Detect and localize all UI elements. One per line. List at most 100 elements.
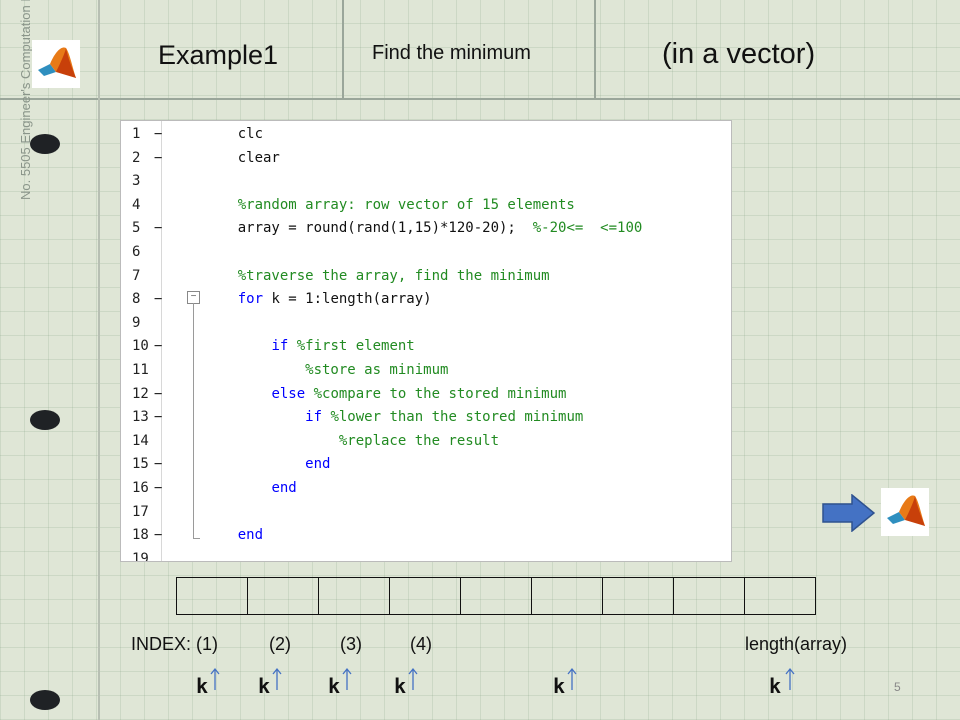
index-label-2: (2): [269, 634, 291, 654]
k-label: k: [258, 674, 271, 698]
index-label-1: INDEX: (1): [131, 634, 219, 654]
code-text[interactable]: if %first element: [271, 338, 415, 355]
code-text[interactable]: %random array: row vector of 15 elements: [204, 196, 575, 213]
index-label-3: (3): [340, 634, 362, 654]
line-number: 7: [132, 267, 141, 284]
code-text[interactable]: clear: [204, 149, 280, 166]
pad-brand: No. 5505 Engineer's Computation Pad: [18, 0, 33, 200]
breakpoint-marker[interactable]: −: [154, 385, 163, 402]
breakpoint-marker[interactable]: −: [154, 126, 163, 142]
code-text[interactable]: end: [305, 456, 331, 473]
array-cell: [461, 578, 532, 614]
line-number: 14: [132, 432, 149, 449]
line-number: 10: [132, 338, 149, 355]
code-text[interactable]: else %compare to the stored minimum: [271, 385, 567, 402]
line-number: 1: [132, 126, 141, 142]
code-line: 15− end: [121, 453, 731, 476]
code-line: 14 %replace the result: [121, 430, 731, 453]
code-line: 17: [121, 501, 731, 524]
breakpoint-marker[interactable]: −: [154, 409, 163, 426]
code-line: 9: [121, 312, 731, 335]
code-line: 10− if %first element: [121, 335, 731, 358]
gutter-rule: [161, 121, 162, 561]
array-cell: [603, 578, 674, 614]
array-cell: [745, 578, 815, 614]
code-line: 2− clear: [121, 147, 731, 170]
breakpoint-marker[interactable]: −: [154, 338, 163, 355]
code-line: 18− end: [121, 524, 731, 547]
code-line: 3: [121, 170, 731, 193]
line-number: 4: [132, 196, 141, 213]
header-column-line: [594, 0, 596, 98]
array-cell: [532, 578, 603, 614]
margin-line: [98, 0, 100, 720]
code-text[interactable]: end: [271, 480, 297, 496]
header-column-line: [342, 0, 344, 98]
array-cell: [674, 578, 745, 614]
code-line: 8− for k = 1:length(array): [121, 288, 731, 311]
right-arrow-icon: [822, 494, 875, 532]
line-number: 18: [132, 527, 149, 544]
fold-line: [193, 303, 194, 539]
array-cell: [390, 578, 461, 614]
breakpoint-marker[interactable]: −: [154, 291, 163, 308]
breakpoint-marker[interactable]: −: [154, 220, 163, 237]
k-label: k: [394, 674, 407, 698]
code-text[interactable]: if %lower than the stored minimum: [305, 409, 584, 426]
index-label-4: (4): [410, 634, 432, 654]
header-divider: [0, 98, 960, 100]
code-line: 19: [121, 548, 731, 562]
line-number: 2: [132, 149, 141, 166]
k-label: k: [328, 674, 341, 698]
line-number: 15: [132, 456, 149, 473]
line-number: 16: [132, 480, 149, 496]
code-line: 16− end: [121, 477, 731, 500]
example-title: Example1: [158, 40, 279, 70]
breakpoint-marker[interactable]: −: [154, 456, 163, 473]
vector-title: (in a vector): [662, 38, 816, 70]
subtitle: Find the minimum: [372, 42, 531, 64]
code-line: 7 %traverse the array, find the minimum: [121, 265, 731, 288]
line-number: 17: [132, 503, 149, 520]
line-number: 3: [132, 173, 141, 190]
line-number: 12: [132, 385, 149, 402]
fold-toggle-button[interactable]: −: [187, 291, 200, 304]
up-arrow-icon: [272, 667, 282, 690]
code-text[interactable]: clc: [204, 126, 264, 142]
up-arrow-icon: [785, 667, 795, 690]
code-text[interactable]: %traverse the array, find the minimum: [204, 267, 550, 284]
up-arrow-icon: [342, 667, 352, 690]
array-cells: [176, 577, 816, 615]
code-line: 4 %random array: row vector of 15 elemen…: [121, 194, 731, 217]
line-number: 6: [132, 244, 141, 260]
line-number: 11: [132, 362, 149, 378]
k-label: k: [196, 674, 209, 698]
line-number: 13: [132, 409, 149, 426]
code-text[interactable]: for k = 1:length(array): [237, 291, 432, 308]
breakpoint-marker[interactable]: −: [154, 527, 163, 544]
fold-end: [193, 538, 200, 539]
line-number: 8: [132, 291, 141, 308]
page-number: 5: [894, 680, 901, 694]
code-line: 1− clc: [121, 123, 731, 146]
code-text[interactable]: %store as minimum: [204, 362, 449, 378]
up-arrow-icon: [210, 667, 220, 690]
k-label: k: [553, 674, 566, 698]
up-arrow-icon: [408, 667, 418, 690]
code-text[interactable]: %replace the result: [204, 432, 500, 449]
matlab-logo-icon: [32, 40, 80, 88]
k-label: k: [769, 674, 782, 698]
code-text[interactable]: array = round(rand(1,15)*120-20); %-20<=…: [204, 220, 643, 237]
code-text[interactable]: end: [237, 527, 264, 544]
line-number: 19: [132, 550, 149, 562]
line-number: 5: [132, 220, 141, 237]
code-line: 12− else %compare to the stored minimum: [121, 383, 731, 406]
array-cell: [319, 578, 390, 614]
breakpoint-marker[interactable]: −: [154, 480, 163, 496]
code-line: 5− array = round(rand(1,15)*120-20); %-2…: [121, 217, 731, 240]
up-arrow-icon: [567, 667, 577, 690]
index-label-last: length(array): [745, 634, 848, 654]
breakpoint-marker[interactable]: −: [154, 149, 163, 166]
